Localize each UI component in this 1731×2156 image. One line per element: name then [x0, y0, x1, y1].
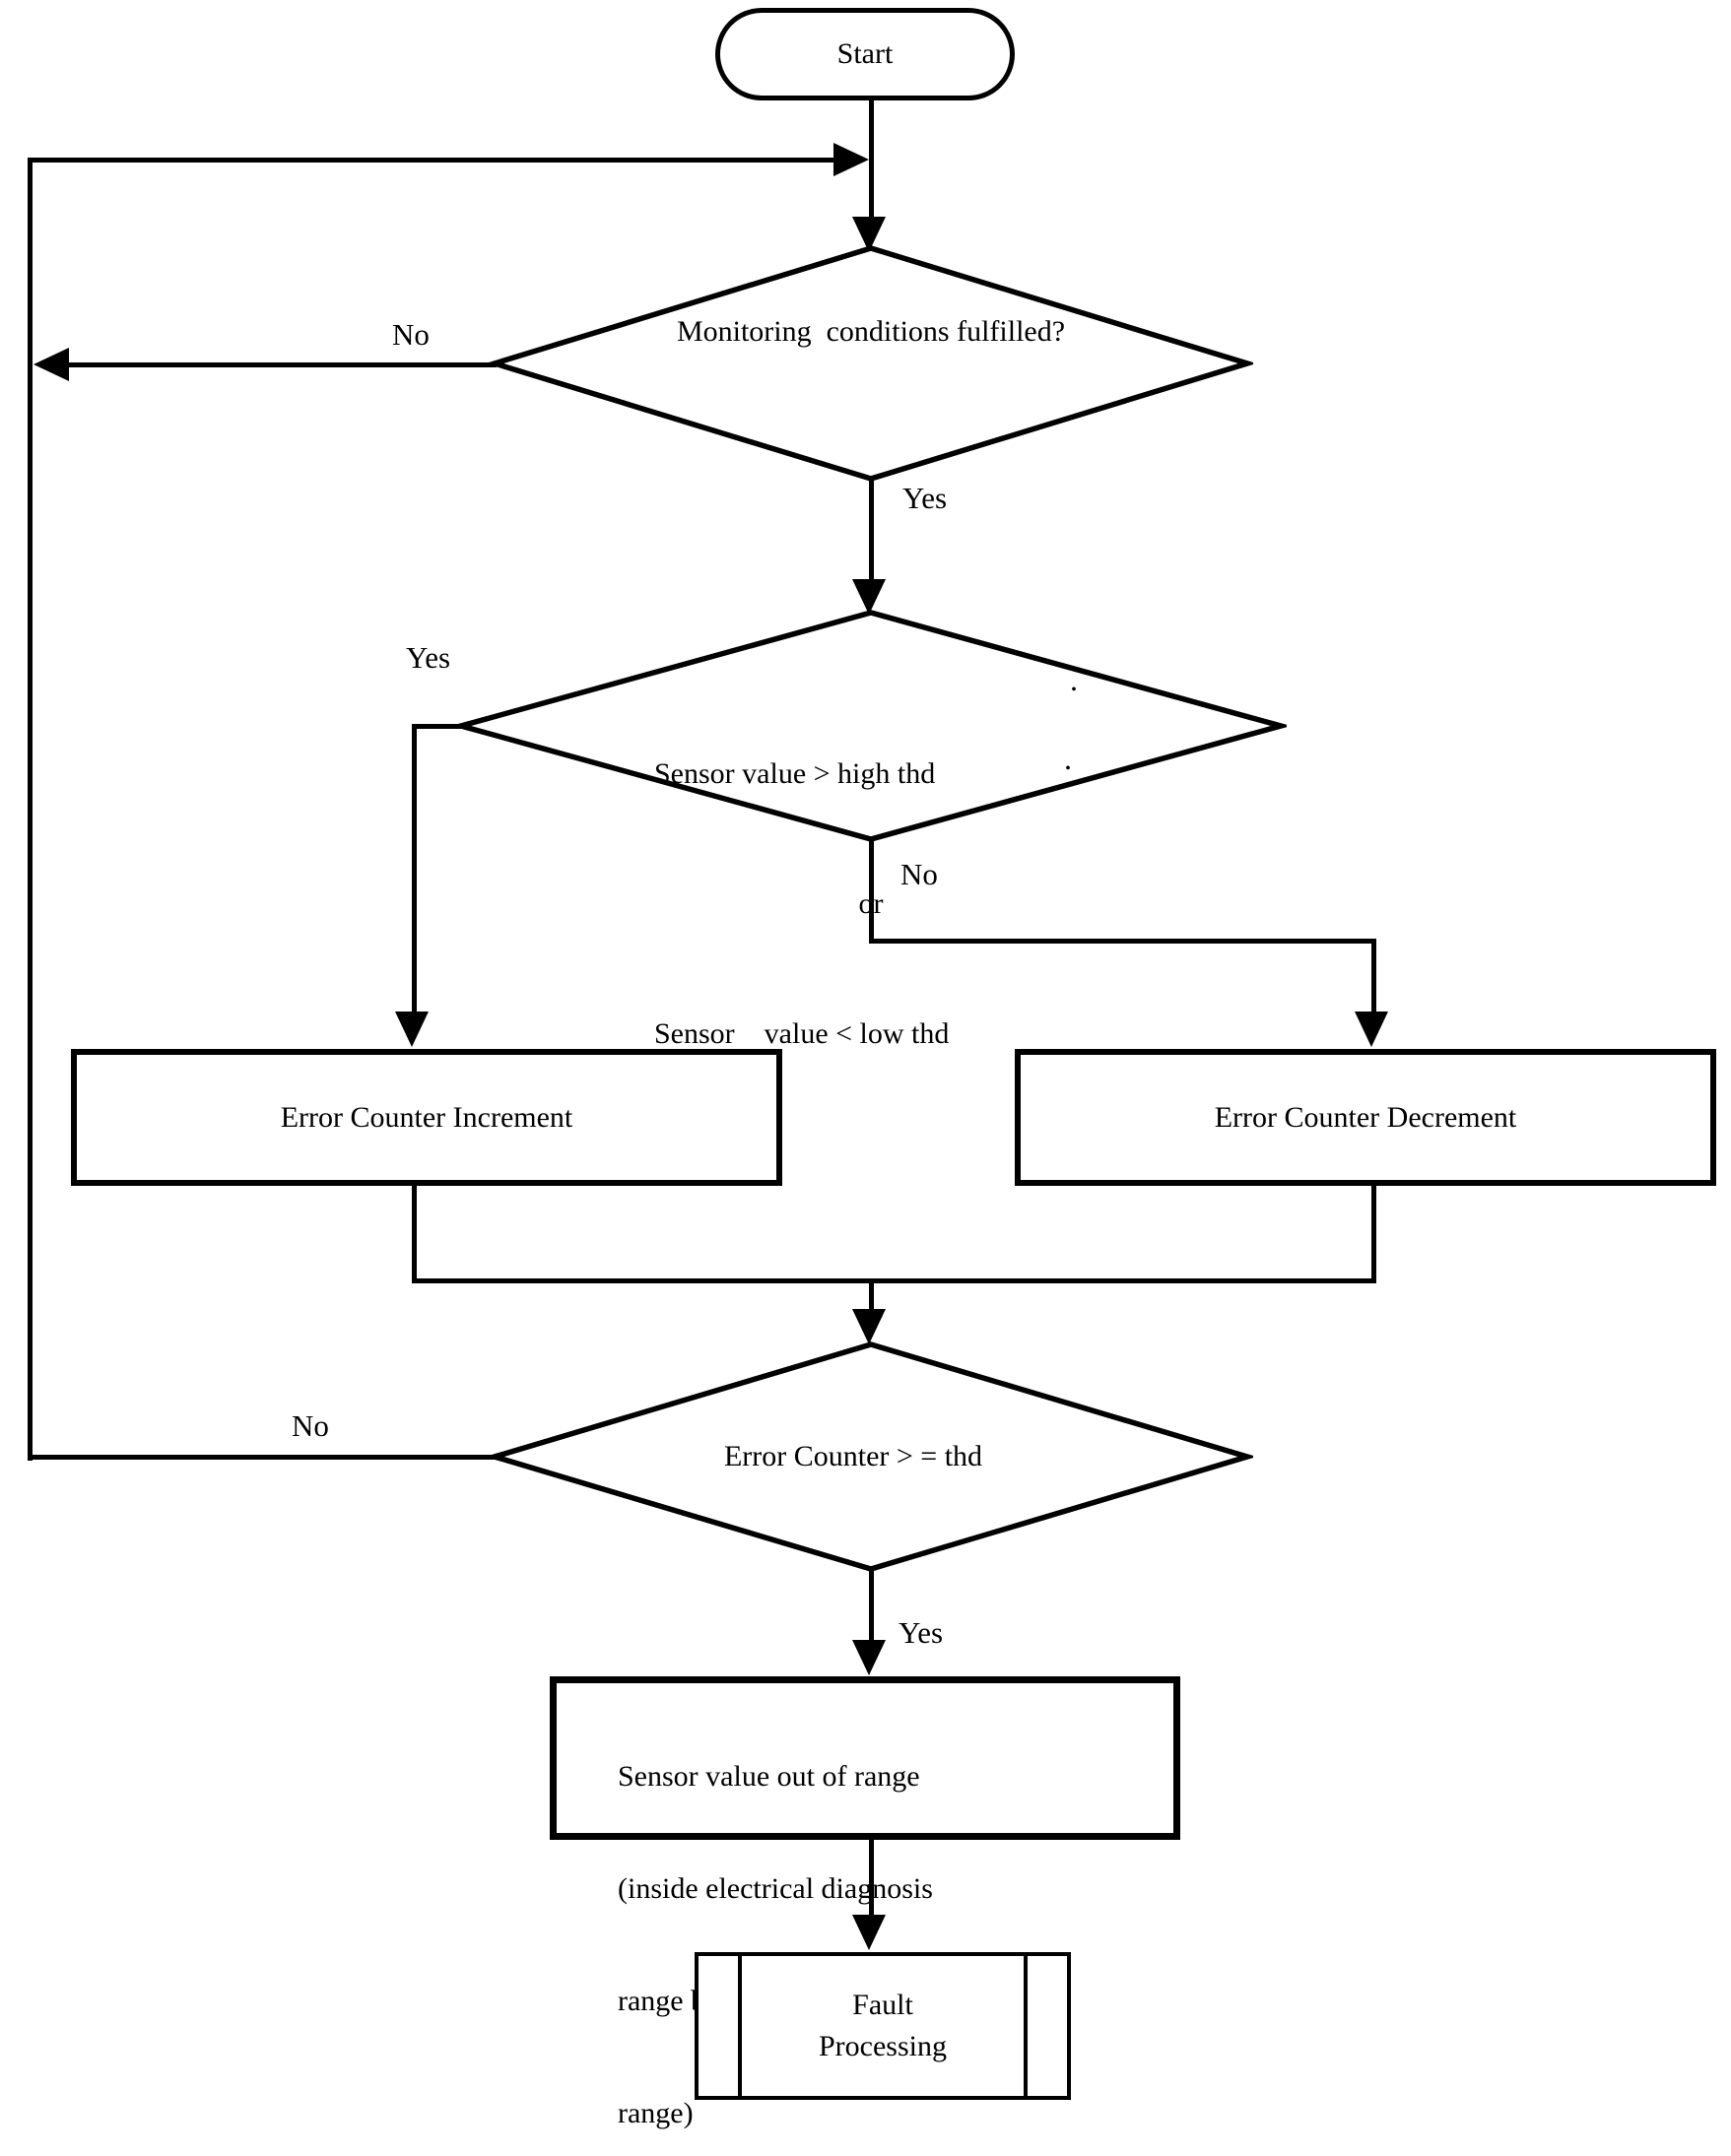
decision2-entry-arrowhead — [852, 579, 886, 615]
stray-period-2: . — [1064, 741, 1072, 776]
decision-error-counter-shape — [489, 1341, 1253, 1572]
sensor-out-of-range-box — [550, 1676, 1180, 1840]
edge-label-d1-no: No — [392, 317, 430, 352]
fault-entry-arrowhead — [852, 1915, 886, 1950]
edge-label-d2-no: No — [900, 857, 938, 891]
decision-error-counter-label: Error Counter > = thd — [723, 1440, 983, 1472]
decision-monitoring-conditions-label: Monitoring conditions fulfilled? — [676, 315, 1066, 348]
error-counter-decrement-label: Error Counter Decrement — [1214, 1100, 1517, 1134]
decrement-exit-line — [1371, 1184, 1376, 1282]
edge-label-d1-yes: Yes — [902, 481, 948, 515]
start-label: Start — [836, 37, 894, 70]
decision-sensor-threshold-label: Sensor value > high thd or Sensor value … — [654, 666, 1088, 1143]
decision2-yes-horizontal-line — [412, 724, 463, 729]
fault-processing-box: Fault Processing — [695, 1952, 1071, 2100]
stray-period-1: . — [1070, 662, 1078, 697]
decision2-no-horizontal-line — [869, 939, 1376, 944]
error-counter-increment-label: Error Counter Increment — [280, 1100, 573, 1134]
start-to-decision1-line — [869, 93, 874, 219]
error-counter-increment-box: Error Counter Increment — [71, 1049, 782, 1186]
decrement-entry-arrowhead — [1355, 1012, 1388, 1047]
feedback-join-arrowhead — [833, 143, 869, 176]
decision3-entry-arrowhead — [852, 1309, 886, 1344]
out-of-range-entry-arrowhead — [852, 1640, 886, 1675]
decision-sensor-threshold-shape — [455, 610, 1287, 842]
increment-exit-line — [412, 1184, 417, 1282]
edge-label-d3-no: No — [292, 1408, 329, 1443]
decision-monitoring-conditions-outline — [489, 245, 1253, 482]
feedback-left-vertical-line — [28, 158, 33, 1461]
feedback-top-horizontal-line — [28, 158, 833, 163]
predefined-process-right-bar — [1024, 1956, 1028, 2096]
out-of-range-exit-line — [869, 1837, 874, 1918]
fault-processing-line1: Fault — [852, 1989, 913, 2021]
decision-sensor-line2: or — [858, 887, 884, 920]
decision2-no-vertical-line-2 — [1371, 939, 1376, 1015]
predefined-process-left-bar — [738, 1956, 742, 2096]
out-of-range-line1: Sensor value out of range — [618, 1760, 920, 1793]
decision1-yes-line — [869, 479, 874, 581]
decision-sensor-line1: Sensor value > high thd — [654, 757, 936, 790]
fault-processing-line2: Processing — [819, 2030, 947, 2062]
error-counter-decrement-box: Error Counter Decrement — [1015, 1049, 1716, 1186]
decision3-yes-line — [869, 1567, 874, 1644]
start-node: Start — [715, 8, 1015, 100]
merge-horizontal-line — [412, 1278, 1376, 1283]
edge-label-d2-yes: Yes — [406, 640, 451, 675]
decision1-no-arrowhead — [33, 348, 69, 381]
decision-sensor-line3: Sensor value < low thd — [654, 1017, 950, 1050]
decision2-yes-vertical-line — [412, 724, 417, 1015]
decision-monitoring-conditions-shape — [489, 245, 1253, 482]
merge-drop-line — [869, 1278, 874, 1311]
decision-error-counter-outline — [489, 1341, 1253, 1572]
decision1-no-line — [63, 362, 497, 367]
out-of-range-line4: range) — [618, 2097, 694, 2129]
increment-entry-arrowhead — [395, 1012, 429, 1047]
edge-label-d3-yes: Yes — [899, 1615, 944, 1650]
decision2-no-vertical-line-1 — [869, 837, 874, 944]
out-of-range-line2: (inside electrical diagnosis — [618, 1872, 933, 1905]
decision-sensor-threshold-outline — [455, 610, 1287, 842]
decision3-no-line — [30, 1455, 497, 1460]
